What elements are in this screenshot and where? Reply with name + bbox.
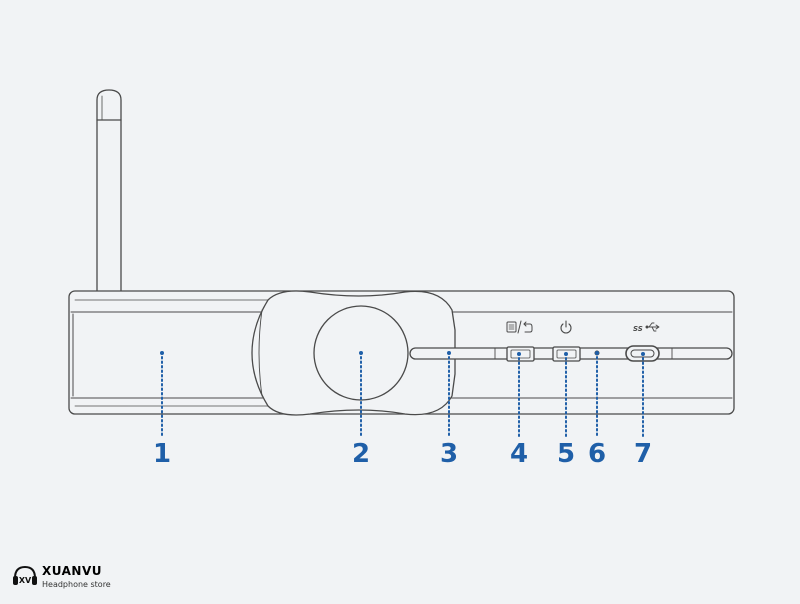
store-logo: XV XUANVU Headphone store	[12, 562, 172, 592]
antenna	[96, 89, 122, 292]
callout-dot-2	[359, 351, 363, 355]
callout-number-1: 1	[152, 439, 172, 469]
callout-number-7: 7	[633, 439, 653, 469]
callout-dot-1	[160, 351, 164, 355]
callout-dot-7	[641, 352, 645, 356]
callout-dot-4	[517, 352, 521, 356]
callout-number-4: 4	[509, 439, 529, 469]
callout-number-3: 3	[439, 439, 459, 469]
power-icon	[560, 320, 572, 334]
input-back-icon	[506, 320, 533, 334]
logo-tagline: Headphone store	[42, 580, 111, 589]
logo-mark-icon: XV	[13, 565, 37, 585]
callout-dot-6	[595, 351, 599, 355]
usb-icon	[645, 322, 660, 332]
logo-name: XUANVU	[42, 564, 102, 578]
display-window	[74, 299, 281, 407]
callout-dot-5	[564, 352, 568, 356]
callout-number-6: 6	[587, 439, 607, 469]
callout-number-5: 5	[556, 439, 576, 469]
usb-ss-label: SS	[633, 325, 643, 333]
callout-dot-3	[447, 351, 451, 355]
callout-leaders	[160, 351, 645, 438]
logo-mark-text: XV	[19, 576, 32, 585]
callout-number-2: 2	[351, 439, 371, 469]
